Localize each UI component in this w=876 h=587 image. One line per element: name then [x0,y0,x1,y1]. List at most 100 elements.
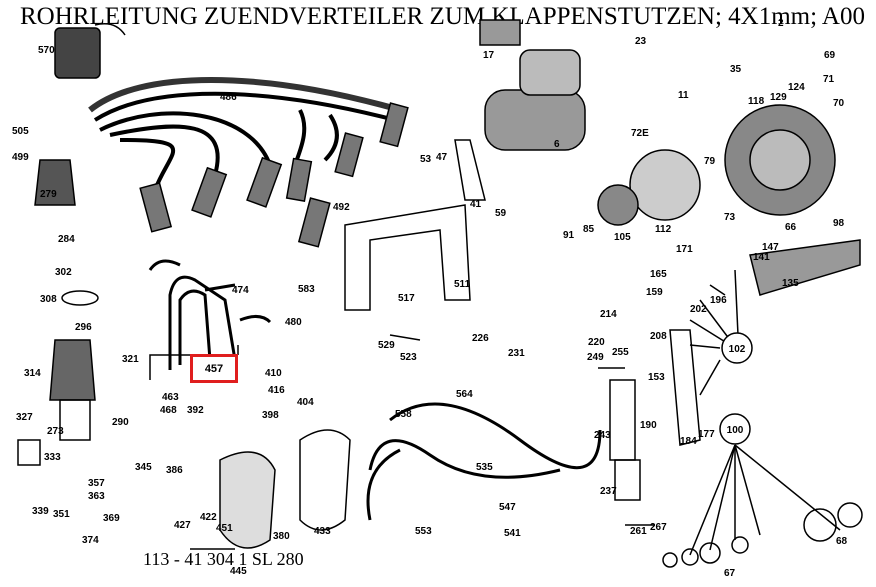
part-label: 153 [648,372,665,383]
part-label: 72E [631,128,649,139]
part-label: 129 [770,92,787,103]
part-label: 231 [508,348,525,359]
part-label: 564 [456,389,473,400]
part-label: 237 [600,486,617,497]
part-label: 404 [297,397,314,408]
part-label: 433 [314,526,331,537]
part-label: 492 [333,202,350,213]
part-label: 547 [499,502,516,513]
part-label: 327 [16,412,33,423]
part-label: 255 [612,347,629,358]
part-label: 392 [187,405,204,416]
part-label: 41 [470,199,482,210]
part-label: 112 [655,224,672,235]
part-label: 445 [230,566,247,577]
part-label: 91 [563,230,575,241]
part-label: 85 [583,224,595,235]
part-label: 398 [262,410,279,421]
part-label: 511 [454,279,471,290]
part-label: 541 [504,528,521,539]
part-label: 141 [753,252,770,263]
part-label: 463 [162,392,179,403]
diagram-reference: 113 - 41 304 1 SL 280 [143,549,304,569]
part-label: 2 [778,18,784,29]
part-label: 23 [635,36,647,47]
part-label: 410 [265,368,282,379]
part-label: 290 [112,417,129,428]
part-label: 59 [495,208,507,219]
part-label: 333 [44,452,61,463]
part-label: 184 [680,436,697,447]
part-label: 98 [833,218,845,229]
part-label: 11 [678,90,689,101]
part-label: 480 [285,317,302,328]
part-label: 308 [40,294,57,305]
part-label: 68 [836,536,848,547]
svg-text:102: 102 [729,344,746,355]
part-label: 73 [724,212,736,223]
part-label: 517 [398,293,415,304]
part-label: 345 [135,462,152,473]
part-label: 202 [690,304,707,315]
part-label: 427 [174,520,191,531]
part-label: 118 [748,96,765,107]
part-label: 474 [232,285,249,296]
part-label: 147 [762,242,779,253]
part-label: 79 [704,156,716,167]
part-label: 339 [32,506,49,517]
part-label: 302 [55,267,72,278]
diagram-title: ROHRLEITUNG ZUENDVERTEILER ZUM KLAPPENST… [20,3,865,30]
part-label: 451 [216,523,233,534]
part-label: 422 [200,512,217,523]
part-label: 69 [824,50,836,61]
part-label: 53 [420,154,432,165]
part-label: 17 [483,50,495,61]
part-label: 374 [82,535,99,546]
part-label: 243 [594,430,611,441]
part-label: 208 [650,331,667,342]
part-label: 296 [75,322,92,333]
part-label: 135 [782,278,799,289]
part-label: 177 [698,429,715,440]
callout-102: 102 [721,332,753,364]
highlighted-part-457[interactable]: 457 [190,354,238,383]
part-label: 535 [476,462,493,473]
part-label: 35 [730,64,742,75]
part-label: 159 [646,287,663,298]
part-label: 468 [160,405,177,416]
part-label: 351 [53,509,70,520]
part-label: 386 [166,465,183,476]
part-label: 523 [400,352,417,363]
part-label: 67 [724,568,736,579]
part-label: 505 [12,126,29,137]
part-label: 499 [12,152,29,163]
part-label: 171 [676,244,693,255]
part-drawings [17,19,863,568]
part-label: 71 [823,74,835,85]
part-label: 357 [88,478,105,489]
part-label: 273 [47,426,64,437]
part-label: 124 [788,82,805,93]
part-label: 47 [436,152,448,163]
part-label: 66 [785,222,797,233]
part-label: 261 [630,526,647,537]
part-label: 165 [650,269,667,280]
part-label: 583 [298,284,315,295]
part-label: 220 [588,337,605,348]
part-label: 558 [395,409,412,420]
part-label: 279 [40,189,57,200]
part-label: 314 [24,368,41,379]
part-label: 363 [88,491,105,502]
part-label: 214 [600,309,617,320]
part-label: 321 [122,354,139,365]
part-label: 570 [38,45,55,56]
part-label: 553 [415,526,432,537]
svg-text:100: 100 [727,425,744,436]
part-label: 105 [614,232,631,243]
part-label: 416 [268,385,285,396]
part-label: 369 [103,513,120,524]
part-label: 267 [650,522,667,533]
part-label: 486 [220,92,237,103]
part-label: 196 [710,295,727,306]
